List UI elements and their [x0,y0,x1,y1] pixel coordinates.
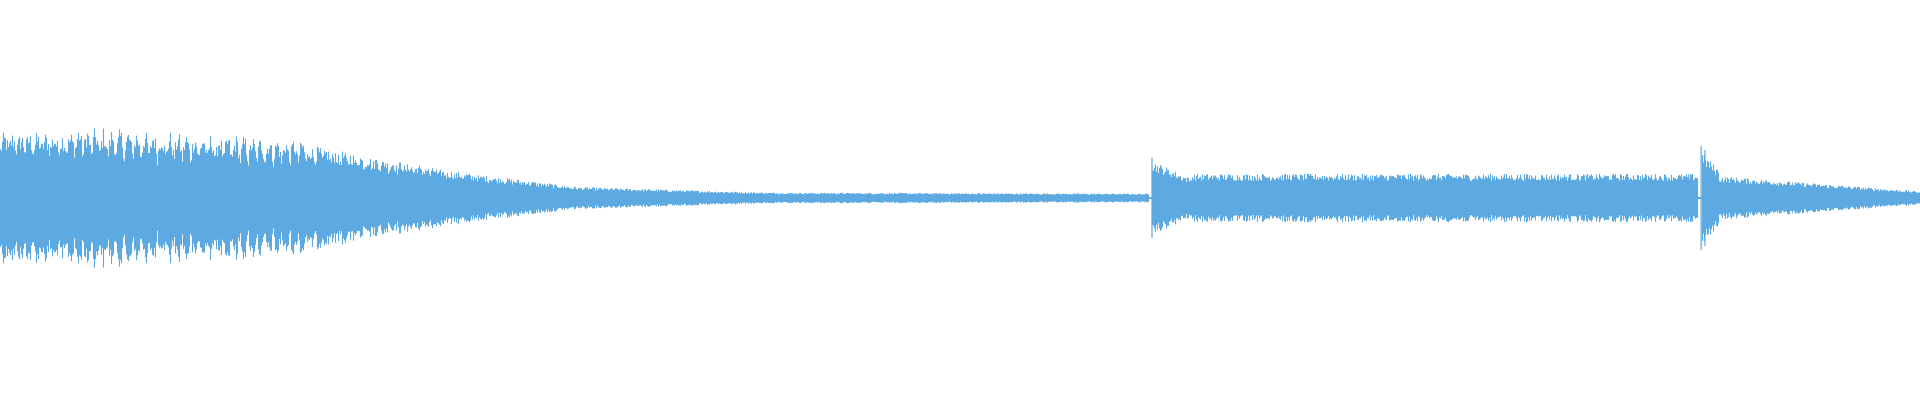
waveform-peaks [0,128,1920,268]
waveform-peak-path [0,128,1920,268]
